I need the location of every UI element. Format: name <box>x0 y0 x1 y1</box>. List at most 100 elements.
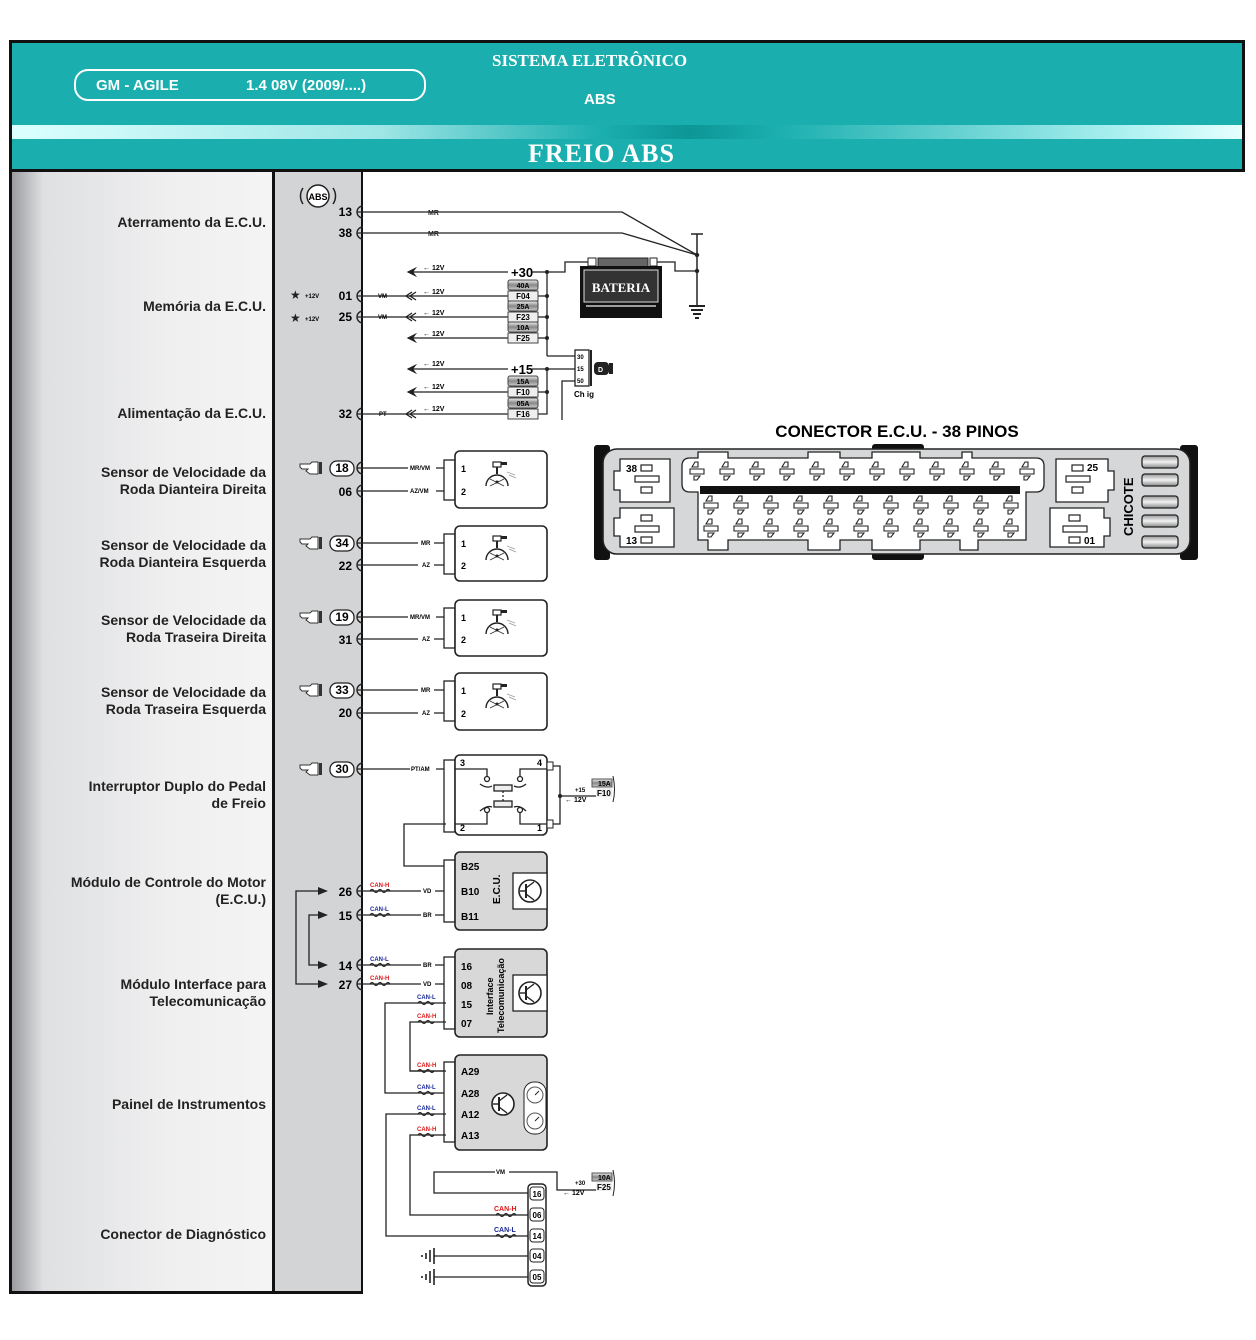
chicote-label: CHICOTE <box>1121 477 1136 536</box>
svg-text:16: 16 <box>461 962 473 973</box>
svg-text:1: 1 <box>537 823 542 833</box>
label-ecu-memory: Memória da E.C.U. <box>143 298 266 314</box>
engine-ecu-module: 26 15 CAN-H CAN-L VD BR B25 B10 B11 E.C.… <box>295 851 548 988</box>
label-diagnostic-connector: Conector de Diagnóstico <box>100 1226 266 1242</box>
svg-text:Telecomunicação: Telecomunicação <box>496 958 506 1033</box>
pin-15: 15 <box>339 909 353 923</box>
gauge-cluster-icon <box>523 1081 547 1135</box>
svg-text:25A: 25A <box>517 304 530 311</box>
svg-text:4: 4 <box>537 758 542 768</box>
svg-text:1: 1 <box>461 686 466 696</box>
svg-text:1: 1 <box>461 464 466 474</box>
svg-text:VD: VD <box>423 982 432 988</box>
pin-30: 30 <box>335 762 349 776</box>
svg-text:15A: 15A <box>517 379 530 386</box>
ignition-switch: 30 15 50 D Ch ig <box>574 349 613 399</box>
sensor-rear-left: 33 20 MR AZ 1 2 <box>299 672 548 731</box>
svg-text:CAN-H: CAN-H <box>370 976 389 982</box>
pin-cavity <box>943 495 959 515</box>
svg-text:Interface: Interface <box>485 977 495 1015</box>
pin-13: 13 <box>339 205 353 219</box>
svg-text:10A: 10A <box>517 325 530 332</box>
svg-text:VM: VM <box>378 294 387 300</box>
svg-text:VM: VM <box>378 315 387 321</box>
svg-text:A13: A13 <box>461 1131 480 1142</box>
svg-text:★: ★ <box>290 311 301 325</box>
pin-cavity <box>853 495 869 515</box>
svg-text:04: 04 <box>533 1252 542 1261</box>
sensor-front-left: 34 22 MR AZ 1 2 <box>299 525 548 582</box>
pin-cavity <box>703 495 719 515</box>
svg-text:2: 2 <box>461 487 466 497</box>
svg-text:CAN-L: CAN-L <box>370 907 389 913</box>
svg-text:CAN-H: CAN-H <box>417 1063 436 1069</box>
pin-cavity <box>1003 518 1019 538</box>
svg-text:A28: A28 <box>461 1089 480 1100</box>
label-engine-ecu: Módulo de Controle do Motor(E.C.U.) <box>70 874 266 907</box>
pin-cavity <box>959 461 975 481</box>
svg-text:15A: 15A <box>598 781 611 788</box>
svg-text:06: 06 <box>533 1211 542 1220</box>
pin-14: 14 <box>339 959 353 973</box>
svg-text:← 12V: ← 12V <box>423 265 445 272</box>
system-subtitle: ABS <box>584 91 616 108</box>
pin-cavity <box>913 518 929 538</box>
svg-text:CAN-H: CAN-H <box>417 1014 436 1020</box>
label-instrument-panel: Painel de Instrumentos <box>111 1096 266 1112</box>
pin-22: 22 <box>339 559 353 573</box>
can-crossover-arrows <box>295 890 320 985</box>
svg-text:F16: F16 <box>516 410 530 419</box>
battery: BATERIA <box>547 257 697 318</box>
fuse-f25: 10A F25 <box>507 321 539 344</box>
svg-text:+12V: +12V <box>305 317 319 323</box>
svg-text:AZ/VM: AZ/VM <box>410 489 429 495</box>
svg-text:MR/VM: MR/VM <box>410 466 430 472</box>
pin-cavity <box>823 518 839 538</box>
sensor-front-right: 18 06 MR/VM AZ/VM 1 2 <box>299 450 548 509</box>
pin-20: 20 <box>339 706 353 720</box>
pin-cavity <box>929 461 945 481</box>
pin-cavity <box>943 518 959 538</box>
svg-text:CAN-L: CAN-L <box>417 995 436 1001</box>
svg-text:40A: 40A <box>517 283 530 290</box>
abs-warning-icon: ABS <box>299 184 337 208</box>
svg-text:2: 2 <box>461 709 466 719</box>
ignition-supply-circuit: ← 12V +15 ← 12V 32 PT ← 12V <box>339 361 577 421</box>
connector-pin-cavities <box>689 461 1035 538</box>
svg-text:← 12V: ← 12V <box>423 384 445 391</box>
svg-text:50: 50 <box>577 379 584 385</box>
battery-label: BATERIA <box>592 280 651 295</box>
svg-text:MR: MR <box>428 231 439 238</box>
transistor-icon <box>518 981 542 1005</box>
pin-cavity <box>763 518 779 538</box>
svg-text:← 12V: ← 12V <box>565 797 587 804</box>
svg-text:CAN-L: CAN-L <box>417 1085 436 1091</box>
svg-text:15: 15 <box>577 367 584 373</box>
pin-26: 26 <box>339 885 353 899</box>
svg-text:PT: PT <box>379 412 387 418</box>
svg-text:MR: MR <box>421 688 431 694</box>
svg-text:A29: A29 <box>461 1067 480 1078</box>
svg-text:F23: F23 <box>516 313 530 322</box>
svg-text:MR/VM: MR/VM <box>410 615 430 621</box>
label-ecu-supply: Alimentação da E.C.U. <box>117 405 266 421</box>
pin-cavity <box>823 495 839 515</box>
svg-text:CAN-L: CAN-L <box>370 957 389 963</box>
svg-text:← 12V: ← 12V <box>423 310 445 317</box>
pin-27: 27 <box>339 978 353 992</box>
pin-cavity <box>793 518 809 538</box>
abs-ecu-block <box>272 172 363 1294</box>
ignition-label: Ch ig <box>574 390 594 399</box>
pin-cavity <box>733 495 749 515</box>
svg-text:D: D <box>598 367 603 374</box>
pin-32: 32 <box>339 407 353 421</box>
svg-text:E.C.U.: E.C.U. <box>492 874 503 904</box>
svg-text:08: 08 <box>461 981 473 992</box>
svg-text:A12: A12 <box>461 1110 480 1121</box>
pin-cavity <box>839 461 855 481</box>
pin-cavity <box>869 461 885 481</box>
